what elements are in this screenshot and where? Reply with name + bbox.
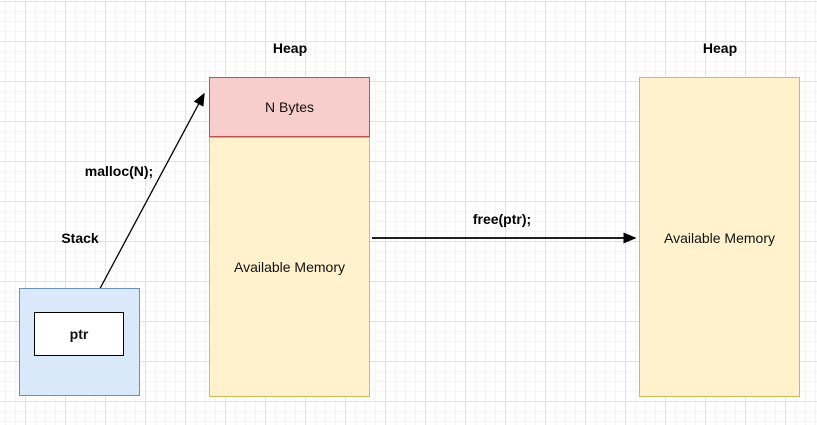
stack-title: Stack bbox=[61, 230, 99, 246]
heap-before-title: Heap bbox=[272, 40, 308, 56]
heap-after-title: Heap bbox=[702, 40, 738, 56]
malloc-call-label: malloc(N); bbox=[84, 163, 154, 179]
heap-before-available-label: Available Memory bbox=[233, 259, 345, 275]
heap-after-available-label: Available Memory bbox=[663, 230, 775, 246]
ptr-label: ptr bbox=[69, 326, 89, 342]
free-call-label: free(ptr); bbox=[472, 211, 532, 227]
heap-after-available-block: Available Memory bbox=[639, 77, 800, 397]
malloc-arrow bbox=[87, 92, 205, 312]
allocated-block-label: N Bytes bbox=[264, 99, 314, 115]
ptr-box: ptr bbox=[34, 312, 124, 356]
heap-before-allocated-block: N Bytes bbox=[209, 77, 370, 137]
heap-before-available-block: Available Memory bbox=[209, 137, 370, 397]
